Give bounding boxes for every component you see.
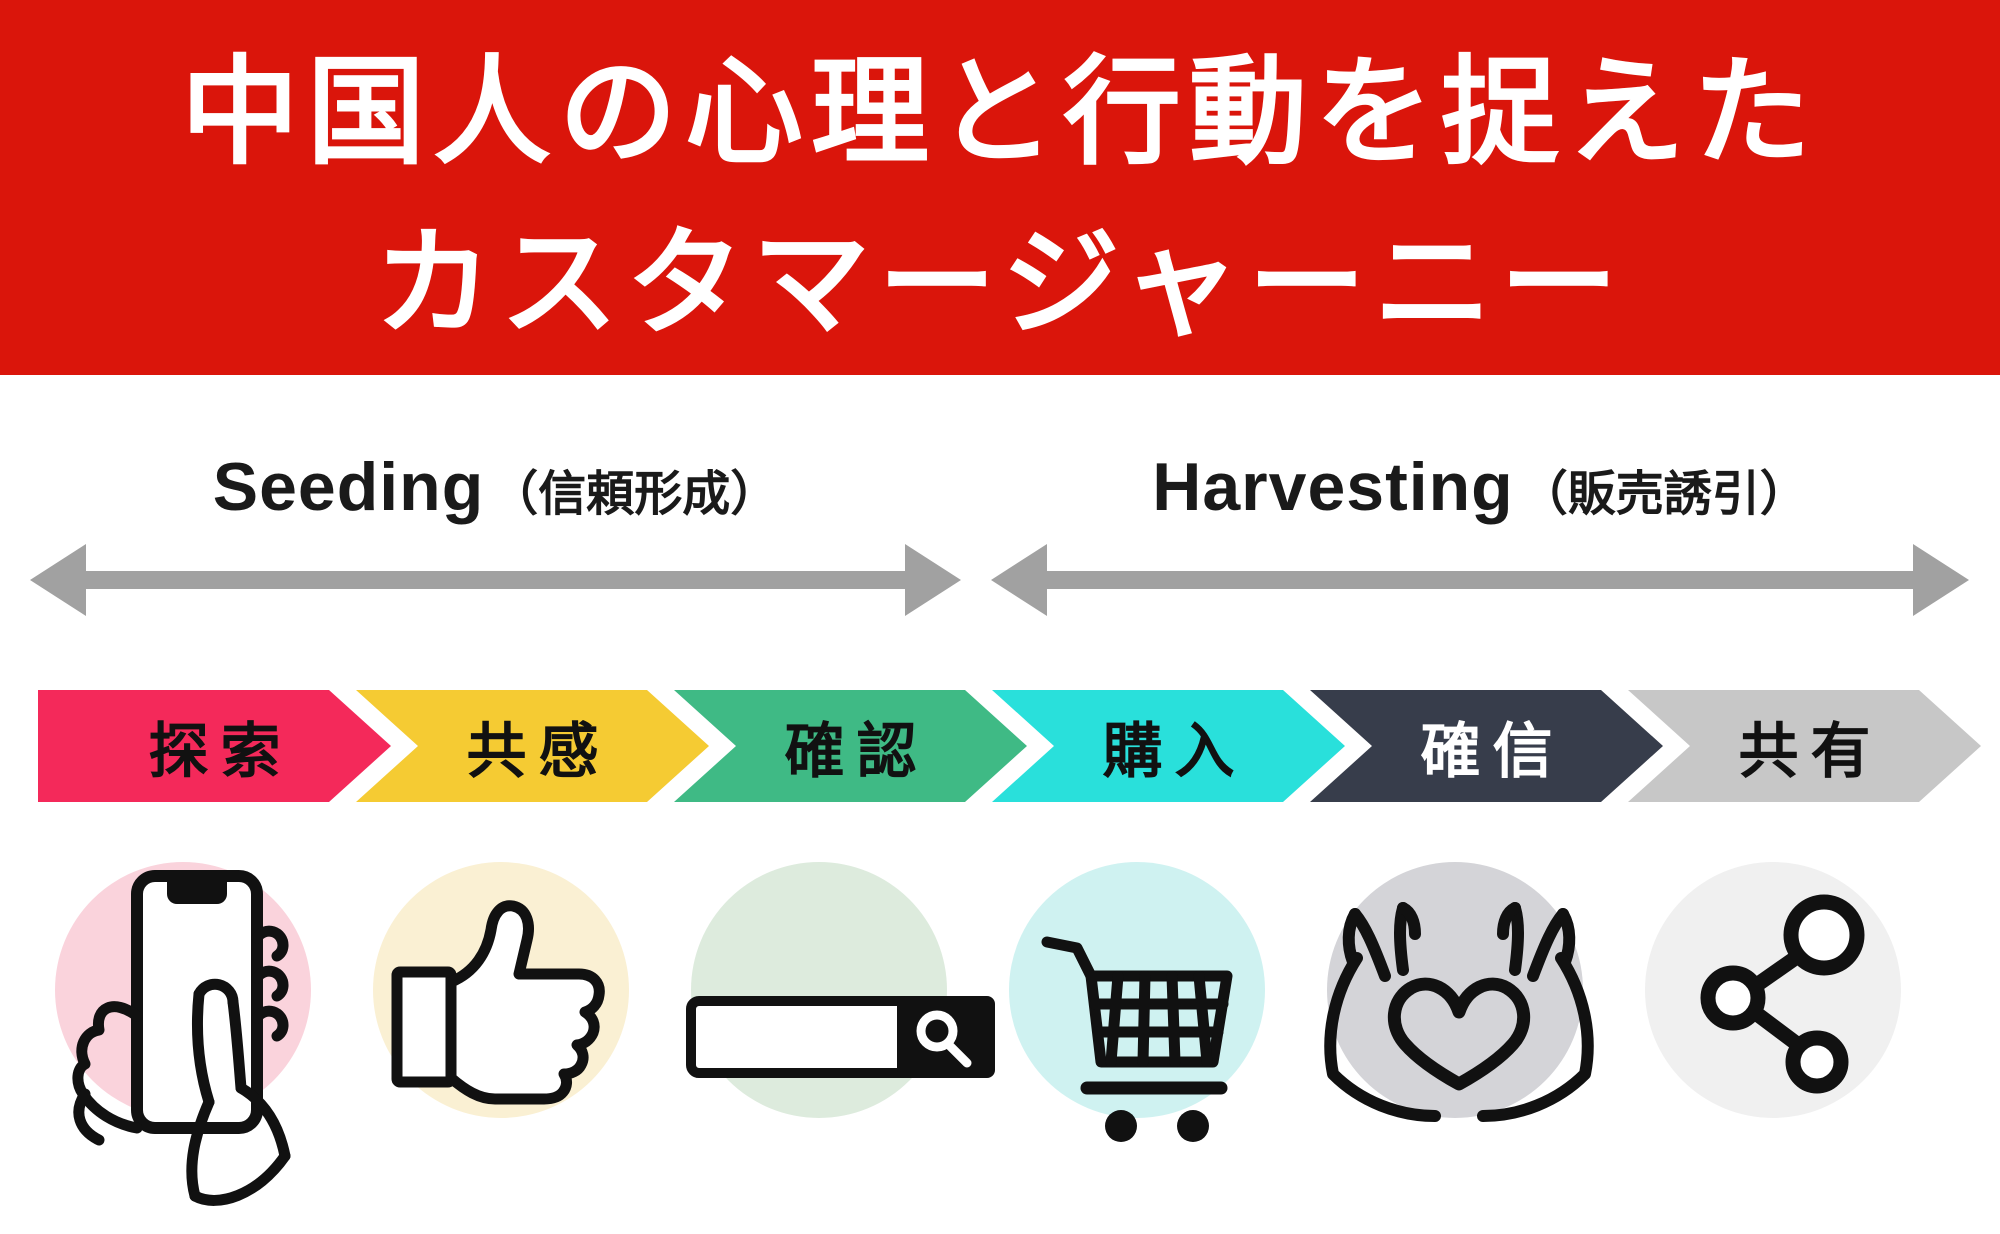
heart-hands-icon: [1324, 902, 1594, 1122]
phase-harvesting-subtitle: （販売誘引）: [1519, 468, 1808, 521]
step-5-label: 確信: [1420, 717, 1565, 785]
share-icon: [1700, 894, 1865, 1094]
step-6-icon-circle: [1645, 862, 1901, 1118]
step-2-icon-circle: [373, 862, 629, 1118]
header: 中国人の心理と行動を捉えた カスタマージャーニー: [0, 0, 2000, 375]
phase-harvesting: Harvesting（販売誘引）: [989, 448, 1971, 618]
step-4-chevron: 購入: [992, 690, 1345, 802]
search-bar-icon: [686, 996, 995, 1078]
page-title-line2: カスタマージャーニー: [374, 218, 1626, 351]
harvesting-range-arrow-icon: [991, 544, 1969, 616]
phase-seeding-name: Seeding: [212, 449, 485, 525]
step-4-label: 購入: [1102, 717, 1247, 785]
phase-harvesting-label: Harvesting（販売誘引）: [989, 448, 1971, 526]
step-2-chevron: 共感: [356, 690, 709, 802]
shopping-cart-icon: [1041, 936, 1233, 1142]
step-1-icon-circle: [55, 862, 311, 1206]
phase-seeding-subtitle: （信頼形成）: [490, 468, 779, 521]
smartphone-tap-icon: [72, 870, 291, 1206]
page-title-line1: 中国人の心理と行動を捉えた: [180, 47, 1819, 179]
step-3-label: 確認: [784, 717, 929, 785]
seeding-range-arrow-icon: [30, 544, 961, 616]
thumbs-up-icon: [391, 900, 605, 1105]
step-5-chevron: 確信: [1310, 690, 1663, 802]
step-6-chevron: 共有: [1628, 690, 1981, 802]
step-2-label: 共感: [466, 717, 611, 785]
step-3-chevron: 確認: [674, 690, 1027, 802]
step-6-label: 共有: [1738, 717, 1883, 785]
step-3-icon-circle: [686, 862, 995, 1118]
phase-seeding: Seeding（信頼形成）: [28, 448, 963, 618]
step-1-chevron: 探索: [38, 690, 391, 802]
phase-seeding-label: Seeding（信頼形成）: [28, 448, 963, 526]
step-5-icon-circle: [1324, 862, 1594, 1122]
step-4-icon-circle: [1009, 862, 1265, 1142]
step-1-label: 探索: [148, 717, 293, 785]
phase-harvesting-name: Harvesting: [1152, 449, 1514, 525]
